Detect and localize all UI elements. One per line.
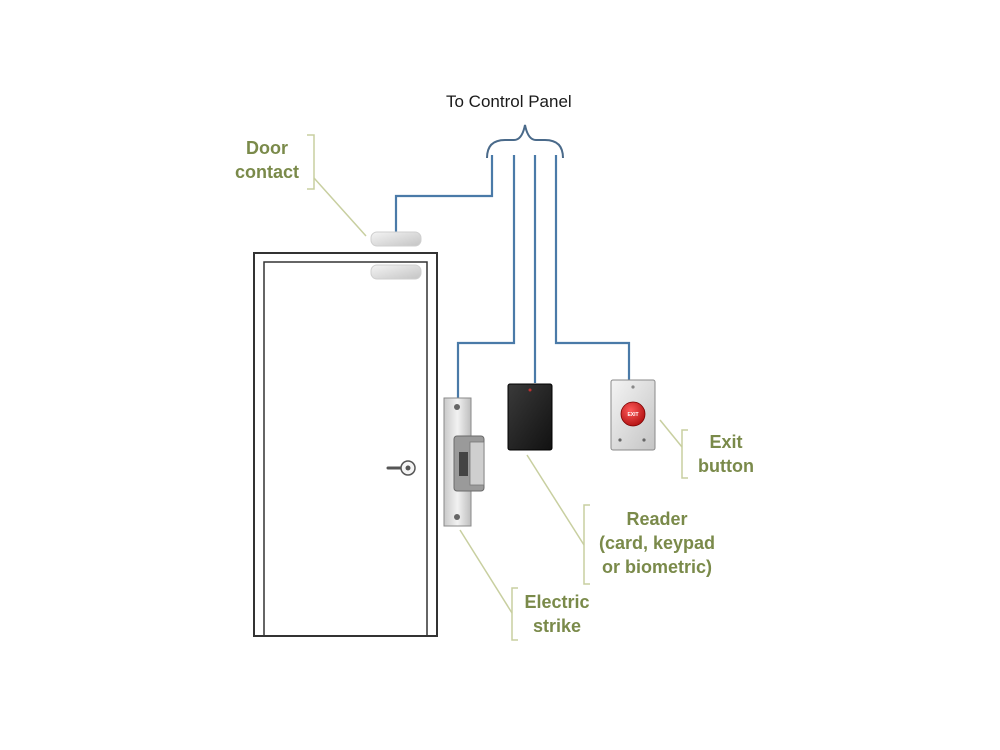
- label-reader-line1: Reader: [626, 509, 688, 529]
- label-electric-strike-line1: Electric: [524, 592, 590, 612]
- leader-door-contact: [313, 177, 367, 237]
- label-electric-strike-line2: strike: [532, 616, 582, 636]
- exit-button-text: EXIT: [627, 412, 638, 418]
- leader-electric-strike: [459, 529, 513, 614]
- label-reader-line2: (card, keypad: [598, 533, 716, 553]
- leader-reader: [526, 454, 585, 546]
- bracket-exit-button: [681, 429, 688, 479]
- wire-exit-button: [554, 155, 631, 380]
- label-door-contact: Door contact: [222, 136, 312, 184]
- bracket-electric-strike: [511, 587, 518, 641]
- card-reader-device: [507, 383, 553, 451]
- leader-exit-button: [659, 419, 683, 448]
- control-panel-brace: [486, 124, 564, 159]
- door: [253, 252, 438, 637]
- exit-button-device: EXIT: [610, 379, 656, 451]
- label-door-contact-line1: Door: [246, 138, 288, 158]
- diagram-title: To Control Panel: [446, 92, 572, 111]
- door-frame-inner: [263, 261, 428, 637]
- label-reader-line3: or biometric): [601, 557, 712, 577]
- label-door-contact-line2: contact: [234, 162, 299, 182]
- label-exit-button: Exit button: [686, 430, 766, 478]
- label-electric-strike: Electric strike: [512, 590, 602, 638]
- electric-strike-device: [443, 397, 485, 527]
- label-exit-button-line1: Exit: [709, 432, 743, 452]
- bracket-door-contact: [307, 134, 315, 190]
- label-reader: Reader (card, keypad or biometric): [582, 507, 732, 579]
- door-handle-icon: [386, 460, 416, 476]
- wire-door-contact: [394, 155, 494, 232]
- door-contact-sensor: [370, 231, 422, 280]
- label-exit-button-line2: button: [698, 456, 754, 476]
- wire-electric-strike: [456, 155, 516, 398]
- wiring: [394, 155, 631, 398]
- label-leaders: [307, 134, 688, 641]
